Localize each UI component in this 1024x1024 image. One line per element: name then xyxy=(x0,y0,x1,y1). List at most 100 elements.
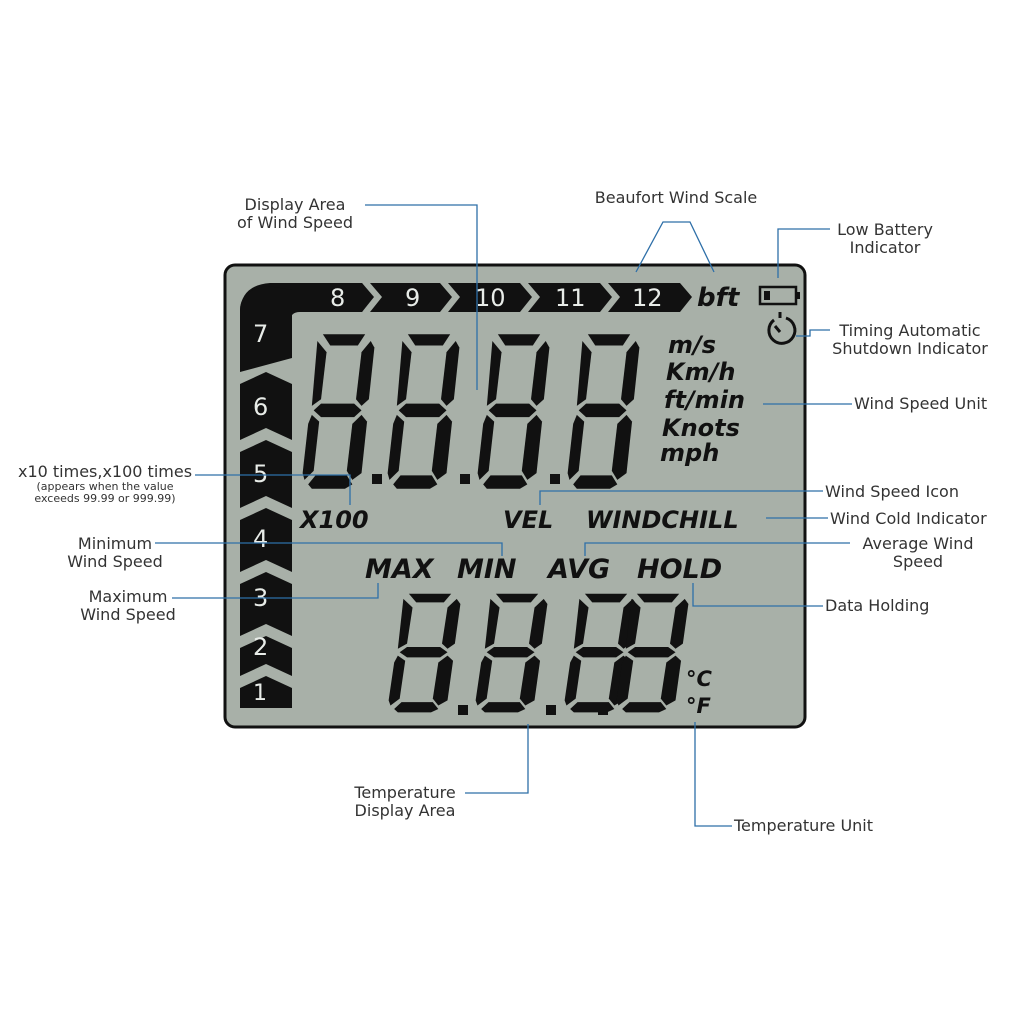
min-indicator: MIN xyxy=(457,554,517,585)
beaufort-segment xyxy=(240,440,292,508)
label-temp-area: Temperature Display Area xyxy=(335,784,475,820)
battery-icon xyxy=(758,285,800,306)
unit-label: ft/min xyxy=(664,386,745,414)
leader-line xyxy=(365,204,478,390)
beaufort-segment xyxy=(240,636,292,676)
beaufort-label: 11 xyxy=(555,284,586,312)
leader-line xyxy=(195,474,351,505)
vel-indicator: VEL xyxy=(503,506,553,534)
windchill-indicator: WINDCHILL xyxy=(586,506,739,534)
beaufort-upper: 8 9 10 11 12 xyxy=(240,283,692,330)
label-line: of Wind Speed xyxy=(237,213,353,232)
beaufort-label: 10 xyxy=(475,284,506,312)
decimal-point xyxy=(546,705,556,715)
label-line: Wind Speed Icon xyxy=(825,482,959,501)
label-min-speed: Minimum Wind Speed xyxy=(55,535,175,571)
decimal-point xyxy=(460,474,470,484)
label-line: Indicator xyxy=(849,238,921,257)
label-line: x10 times,x100 times xyxy=(17,462,193,481)
beaufort-label: 5 xyxy=(253,460,268,488)
beaufort-segment xyxy=(240,372,292,440)
beaufort-label: 1 xyxy=(253,681,267,706)
label-wind-speed-area: Display Area of Wind Speed xyxy=(225,196,365,232)
unit-label: Km/h xyxy=(666,358,735,386)
label-line: Display Area xyxy=(354,801,456,820)
label-data-holding: Data Holding xyxy=(825,597,929,615)
decimal-point xyxy=(372,474,382,484)
unit-label: mph xyxy=(660,439,719,467)
leader-line xyxy=(172,583,379,599)
leader-line xyxy=(155,542,503,556)
label-line: Data Holding xyxy=(825,596,930,615)
decimal-point xyxy=(598,705,608,715)
beaufort-label: 8 xyxy=(330,284,345,312)
beaufort-segment xyxy=(240,572,292,636)
label-line: Shutdown Indicator xyxy=(832,339,988,358)
label-line: Temperature xyxy=(354,783,456,802)
timer-icon xyxy=(767,312,797,345)
wind-speed-digits xyxy=(302,334,640,489)
label-multiplier: x10 times,x100 times (appears when the v… xyxy=(10,463,200,505)
beaufort-label: 2 xyxy=(253,633,268,661)
leader-line xyxy=(635,221,715,273)
beaufort-label: 9 xyxy=(405,284,420,312)
beaufort-segment xyxy=(608,283,692,312)
label-line: Average Wind xyxy=(862,534,974,553)
label-wind-speed-unit: Wind Speed Unit xyxy=(854,395,987,413)
label-note: exceeds 99.99 or 999.99) xyxy=(34,492,176,505)
label-max-speed: Maximum Wind Speed xyxy=(68,588,188,624)
beaufort-segment xyxy=(240,676,292,708)
max-indicator: MAX xyxy=(365,554,435,585)
beaufort-side: 7 6 5 4 3 2 1 xyxy=(240,286,292,708)
label-note: (appears when the value xyxy=(36,480,174,493)
decimal-point xyxy=(550,474,560,484)
leader-line xyxy=(777,228,830,278)
bft-label: bft xyxy=(697,283,741,313)
label-wind-speed-icon: Wind Speed Icon xyxy=(825,483,959,501)
label-line: Wind Speed xyxy=(67,552,163,571)
speed-units: m/s Km/h ft/min Knots mph xyxy=(660,331,745,467)
label-line: Wind Speed Unit xyxy=(854,394,988,413)
beaufort-segment xyxy=(240,286,292,372)
label-beaufort: Beaufort Wind Scale xyxy=(576,189,776,207)
label-auto-shutdown: Timing Automatic Shutdown Indicator xyxy=(820,322,1000,358)
beaufort-label: 12 xyxy=(632,284,663,312)
beaufort-label: 4 xyxy=(253,525,268,553)
label-low-battery: Low Battery Indicator xyxy=(830,221,940,257)
label-line: Minimum xyxy=(77,534,153,553)
beaufort-segment xyxy=(240,508,292,572)
label-line: Wind Speed xyxy=(80,605,176,624)
leader-line xyxy=(796,329,830,337)
multiplier-indicator: X100 xyxy=(298,506,369,534)
leader-line xyxy=(694,722,732,827)
leader-lines xyxy=(155,204,852,827)
leader-line xyxy=(584,542,850,556)
leader-line xyxy=(465,724,529,794)
label-line: Temperature Unit xyxy=(734,816,874,835)
label-line: Low Battery xyxy=(837,220,933,239)
celsius-unit: °C xyxy=(686,667,713,691)
label-line: Speed xyxy=(892,552,944,571)
label-wind-cold: Wind Cold Indicator xyxy=(830,510,987,528)
label-line: Wind Cold Indicator xyxy=(830,509,987,528)
label-line: Maximum xyxy=(88,587,168,606)
beaufort-segment xyxy=(528,283,612,312)
label-temp-unit: Temperature Unit xyxy=(734,817,873,835)
leader-line xyxy=(539,490,823,505)
decimal-point xyxy=(458,705,468,715)
leader-line xyxy=(692,583,823,607)
label-line: Beaufort Wind Scale xyxy=(594,188,758,207)
beaufort-label: 7 xyxy=(253,320,268,348)
fahrenheit-unit: °F xyxy=(686,694,712,718)
beaufort-segment xyxy=(290,283,374,312)
beaufort-segment xyxy=(370,283,452,312)
beaufort-label: 6 xyxy=(253,393,268,421)
temperature-digits xyxy=(388,593,689,715)
beaufort-segment xyxy=(448,283,532,312)
avg-indicator: AVG xyxy=(546,554,610,585)
label-line: Timing Automatic xyxy=(839,321,981,340)
hold-indicator: HOLD xyxy=(637,554,722,585)
unit-label: Knots xyxy=(662,414,740,442)
unit-label: m/s xyxy=(668,331,716,359)
